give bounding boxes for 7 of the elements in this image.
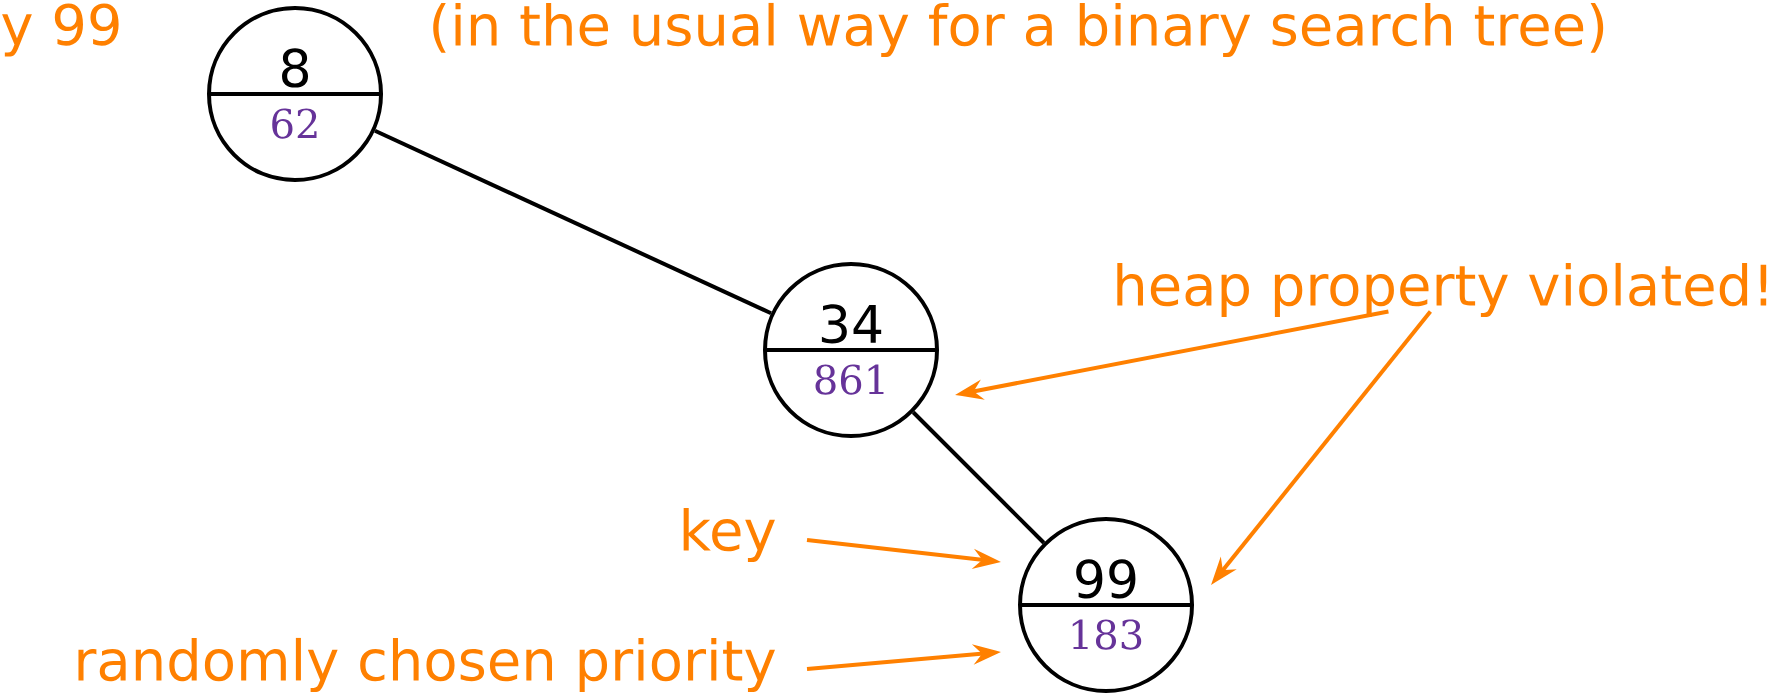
caption-text: y 99 xyxy=(2,3,119,57)
tree-edge xyxy=(911,410,1046,545)
annotation-text: heap property violated! xyxy=(1117,262,1767,318)
annotation-text: randomly chosen priority xyxy=(78,637,775,693)
tree-edge xyxy=(374,129,772,315)
caption-text: (in the usual way for a binary search tree) xyxy=(433,2,1604,58)
annotation-text: key xyxy=(683,507,775,563)
